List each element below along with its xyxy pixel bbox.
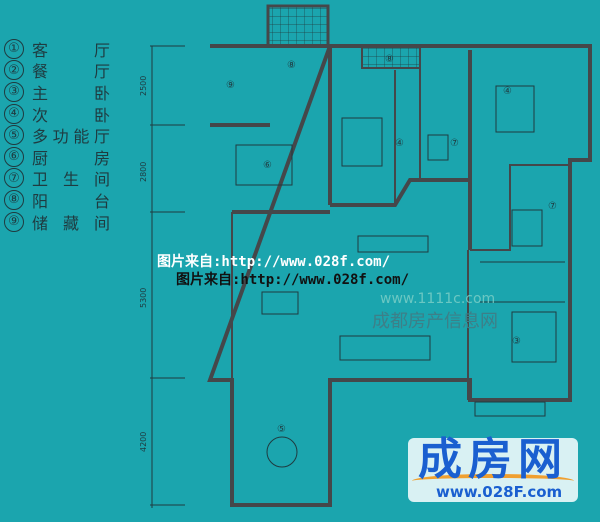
- legend-item: ③ 主卧: [4, 81, 110, 103]
- legend-number: ④: [4, 103, 24, 124]
- legend-name: 卫生间: [32, 170, 110, 190]
- legend-item: ④ 次卧: [4, 103, 110, 125]
- logo-arc: [412, 474, 574, 488]
- legend-name: 主卧: [32, 83, 110, 103]
- legend-item: ① 客厅: [4, 38, 110, 60]
- logo-name: 成房网: [418, 434, 568, 485]
- legend-name: 阳台: [32, 191, 110, 211]
- room-label-master-bedroom: ③: [512, 336, 521, 347]
- dimension-label: 2800: [139, 162, 148, 182]
- room-legend: ① 客厅 ② 餐厅 ③ 主卧 ④ 次卧 ⑤ 多功能厅 ⑥ 厨房 ⑦ 卫生间 ⑧ 阳台 ⑨ 储藏间: [4, 38, 110, 233]
- legend-name: 客厅: [32, 40, 110, 60]
- legend-item: ⑦ 卫生间: [4, 168, 110, 190]
- room-label-multi-function-hall: ⑤: [277, 424, 286, 435]
- legend-item: ⑥ 厨房: [4, 146, 110, 168]
- legend-number: ⑧: [4, 189, 24, 210]
- watermark-source-white: 图片来自:http://www.028f.com/: [157, 254, 391, 270]
- legend-number: ③: [4, 81, 24, 102]
- room-label-second-bedroom: ④: [395, 138, 404, 149]
- room-label-kitchen: ⑥: [263, 160, 272, 171]
- legend-number: ⑥: [4, 146, 24, 167]
- walls: [207, 44, 592, 507]
- room-label-balcony: ⑧: [287, 60, 296, 71]
- legend-item: ⑨ 储藏间: [4, 211, 110, 233]
- legend-name: 厨房: [32, 148, 110, 168]
- balcony-top-left: [266, 4, 330, 48]
- legend-number: ⑨: [4, 211, 24, 232]
- legend-number: ⑤: [4, 125, 24, 146]
- legend-item: ② 餐厅: [4, 60, 110, 82]
- room-label-second-bedroom: ④: [503, 86, 512, 97]
- room-label-balcony: ⑧: [385, 54, 394, 65]
- legend-item: ⑧ 阳台: [4, 189, 110, 211]
- watermark-source-black: 图片来自:http://www.028f.com/: [176, 272, 410, 288]
- legend-number: ①: [4, 38, 24, 59]
- room-label-storage: ⑨: [226, 80, 235, 91]
- dimension-label: 5300: [139, 288, 148, 308]
- room-label-bathroom: ⑦: [450, 138, 459, 149]
- watermark-site-url: www.1111c.com: [380, 291, 496, 307]
- room-label-bathroom: ⑦: [548, 201, 557, 212]
- dimension-label: 4200: [139, 432, 148, 452]
- legend-name: 餐厅: [32, 62, 110, 82]
- legend-name: 次卧: [32, 105, 110, 125]
- legend-name: 储藏间: [32, 213, 110, 233]
- dimension-line: [150, 45, 185, 508]
- legend-item: ⑤ 多功能厅: [4, 124, 110, 146]
- logo-url: www.028F.com: [436, 483, 563, 501]
- legend-number: ②: [4, 60, 24, 81]
- brand-logo: 成房网 www.028F.com: [408, 438, 578, 502]
- legend-name: 多功能厅: [32, 127, 110, 147]
- dimension-label: 2500: [139, 76, 148, 96]
- watermark-site-name: 成都房产信息网: [372, 311, 498, 332]
- legend-number: ⑦: [4, 168, 24, 189]
- furniture: [235, 85, 565, 468]
